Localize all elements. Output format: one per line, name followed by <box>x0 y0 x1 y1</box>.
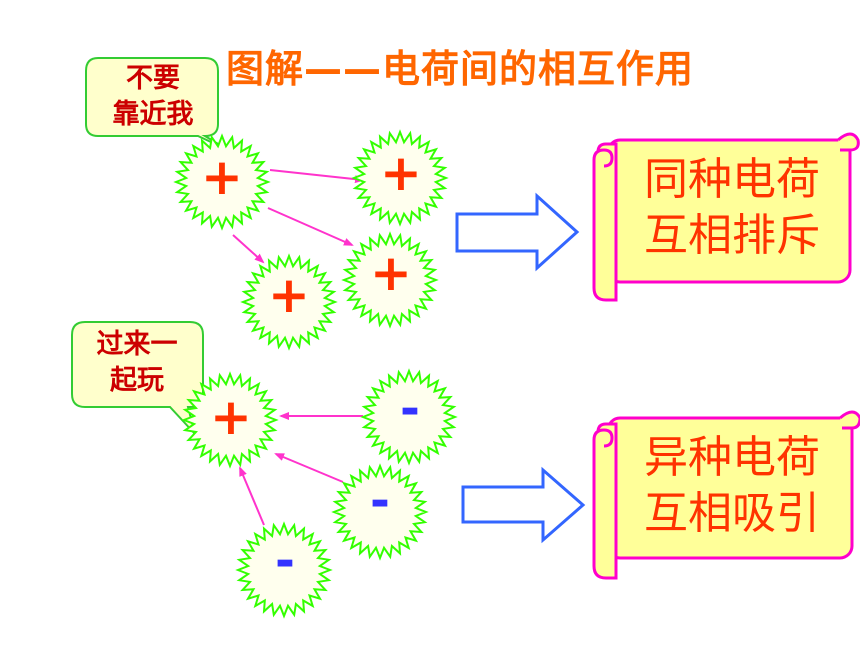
speech-bubble-top-line2: 靠近我 <box>112 99 194 130</box>
positive-charge-sign: + <box>210 388 252 446</box>
speech-bubble-top-line1: 不要 <box>126 63 180 94</box>
positive-charge-sign: + <box>268 266 310 324</box>
charges-layer <box>173 129 458 619</box>
positive-charge-icon <box>240 253 338 351</box>
diagram-title: 图解——电荷间的相互作用 <box>226 47 695 91</box>
conclusion-same-line2: 互相排斥 <box>644 210 820 261</box>
negative-charge-icon <box>331 463 429 561</box>
negative-charge-icon <box>235 521 333 619</box>
negative-charge-sign: - <box>400 381 420 437</box>
speech-bubble-bottom-line2: 起玩 <box>110 365 164 396</box>
positive-charge-icon <box>173 133 271 231</box>
conclusion-same-line1: 同种电荷 <box>644 154 820 205</box>
negative-charge-sign: - <box>370 473 390 529</box>
force-arrow <box>269 169 365 184</box>
scroll-same-charge <box>592 132 860 302</box>
repulsion-arrows <box>232 169 365 264</box>
block-arrow-top <box>455 192 580 272</box>
positive-charge-sign: + <box>380 144 422 202</box>
negative-charge-icon <box>360 368 458 466</box>
force-arrow <box>239 466 265 526</box>
positive-charge-icon <box>181 371 279 469</box>
positive-charge-icon <box>341 231 439 329</box>
positive-charge-icon <box>351 129 449 227</box>
speech-bubble-bottom-line1: 过来一 <box>96 329 178 360</box>
force-arrow <box>267 207 354 246</box>
speech-bubble-bottom-text: 过来一 起玩 <box>76 327 198 399</box>
force-arrow <box>274 453 344 483</box>
conclusion-opposite-line2: 互相吸引 <box>644 488 820 539</box>
scroll-opposite-text: 异种电荷 互相吸引 <box>622 430 842 542</box>
negative-charge-sign: - <box>275 533 295 589</box>
positive-charge-sign: + <box>201 148 243 206</box>
block-arrow-bottom <box>461 466 586 544</box>
attraction-arrows <box>239 412 363 526</box>
scroll-opposite-charge <box>592 410 860 580</box>
force-arrow <box>232 234 265 264</box>
positive-charge-sign: + <box>370 244 412 302</box>
speech-bubble-top-text: 不要 靠近我 <box>94 61 212 133</box>
scroll-same-text: 同种电荷 互相排斥 <box>622 152 842 264</box>
conclusion-opposite-line1: 异种电荷 <box>644 432 820 483</box>
